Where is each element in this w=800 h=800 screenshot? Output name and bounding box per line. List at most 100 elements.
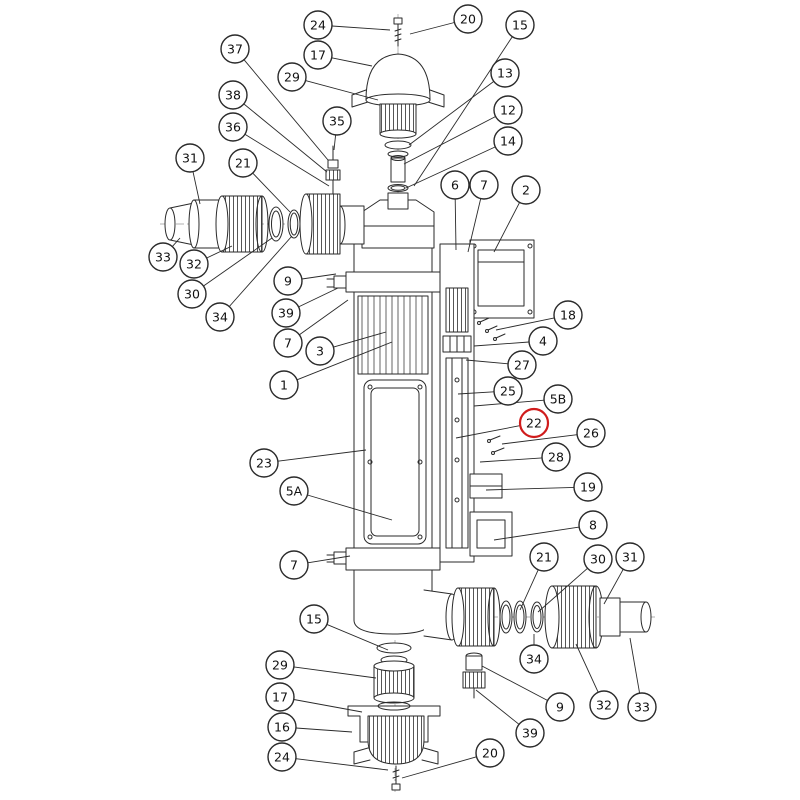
- callout-7[interactable]: 7: [469, 170, 499, 200]
- leader-line-3: [333, 331, 387, 348]
- leader-line-7: [467, 198, 482, 253]
- sensor-bracket: [469, 473, 503, 499]
- callout-39[interactable]: 39: [271, 298, 301, 328]
- callout-29[interactable]: 29: [277, 62, 307, 92]
- callout-15[interactable]: 15: [505, 10, 535, 40]
- leader-line-20: [409, 22, 455, 35]
- callout-label: 31: [182, 151, 198, 166]
- air-valve: [325, 145, 341, 199]
- callout-29[interactable]: 29: [265, 650, 295, 680]
- callout-15[interactable]: 15: [299, 604, 329, 634]
- callout-38[interactable]: 38: [218, 80, 248, 110]
- callout-24[interactable]: 24: [303, 10, 333, 40]
- callout-label: 32: [596, 698, 612, 713]
- callout-label: 12: [500, 103, 516, 118]
- callout-30[interactable]: 30: [177, 279, 207, 309]
- callout-label: 7: [284, 336, 292, 351]
- callout-21[interactable]: 21: [529, 542, 559, 572]
- callout-33[interactable]: 33: [627, 692, 657, 722]
- callout-36[interactable]: 36: [218, 112, 248, 142]
- callout-34[interactable]: 34: [519, 644, 549, 674]
- leader-line-31: [603, 569, 624, 605]
- leader-line-19: [485, 486, 575, 491]
- leader-line-26: [501, 434, 578, 445]
- leader-line-24: [295, 758, 389, 771]
- callout-label: 34: [212, 310, 228, 325]
- callout-18[interactable]: 18: [553, 300, 583, 330]
- leader-line-4: [473, 341, 530, 347]
- callout-5B[interactable]: 5B: [543, 384, 573, 414]
- callout-2[interactable]: 2: [511, 175, 541, 205]
- callout-31[interactable]: 31: [615, 542, 645, 572]
- callout-21[interactable]: 21: [228, 148, 258, 178]
- callout-7[interactable]: 7: [273, 328, 303, 358]
- callout-35[interactable]: 35: [322, 106, 352, 136]
- callout-13[interactable]: 13: [490, 58, 520, 88]
- ballast-bracket: [469, 239, 535, 319]
- callout-30[interactable]: 30: [583, 544, 613, 574]
- callout-23[interactable]: 23: [249, 448, 279, 478]
- callout-26[interactable]: 26: [576, 418, 606, 448]
- callout-label: 37: [227, 42, 243, 57]
- callout-12[interactable]: 12: [493, 95, 523, 125]
- callout-32[interactable]: 32: [179, 249, 209, 279]
- callout-8[interactable]: 8: [578, 510, 608, 540]
- callout-14[interactable]: 14: [493, 126, 523, 156]
- callout-34[interactable]: 34: [205, 302, 235, 332]
- callout-17[interactable]: 17: [265, 682, 295, 712]
- leader-line-24: [331, 25, 391, 31]
- callout-9[interactable]: 9: [273, 266, 303, 296]
- callout-31[interactable]: 31: [175, 143, 205, 173]
- leader-line-9: [301, 273, 337, 280]
- leader-line-23: [277, 449, 367, 462]
- callout-25[interactable]: 25: [493, 376, 523, 406]
- leader-line-18: [495, 317, 555, 331]
- access-door: [363, 379, 427, 545]
- leader-line-35: [333, 134, 337, 151]
- callout-27[interactable]: 27: [507, 350, 537, 380]
- callout-33[interactable]: 33: [148, 242, 178, 272]
- leader-line-8: [493, 526, 580, 541]
- top-lamp-tube: [390, 155, 406, 183]
- callout-3[interactable]: 3: [305, 336, 335, 366]
- leader-line-7: [299, 299, 349, 336]
- leader-line-30: [203, 237, 273, 287]
- callout-32[interactable]: 32: [589, 690, 619, 720]
- callout-1[interactable]: 1: [269, 370, 299, 400]
- callout-20[interactable]: 20: [453, 4, 483, 34]
- callout-39[interactable]: 39: [515, 718, 545, 748]
- leader-line-15: [326, 623, 389, 651]
- callout-19[interactable]: 19: [573, 472, 603, 502]
- callout-4[interactable]: 4: [528, 326, 558, 356]
- callout-label: 15: [512, 18, 528, 33]
- leader-line-34: [228, 235, 293, 307]
- top-screw: [393, 17, 403, 47]
- bottom-screw: [391, 765, 401, 791]
- callout-label: 8: [589, 518, 597, 533]
- callout-5A[interactable]: 5A: [279, 476, 309, 506]
- callout-28[interactable]: 28: [541, 442, 571, 472]
- union-nut-right: [451, 587, 501, 647]
- callout-label: 17: [272, 690, 288, 705]
- leader-line-29: [293, 666, 377, 679]
- leader-line-17: [331, 57, 373, 67]
- leader-line-27: [465, 359, 509, 365]
- callout-24[interactable]: 24: [267, 742, 297, 772]
- body-fins: [357, 295, 429, 375]
- callout-7[interactable]: 7: [279, 550, 309, 580]
- callout-label: 24: [274, 750, 290, 765]
- callout-22[interactable]: 22: [518, 407, 550, 439]
- leader-line-14: [405, 146, 496, 189]
- callout-9[interactable]: 9: [545, 692, 575, 722]
- callout-20[interactable]: 20: [475, 738, 505, 768]
- callout-6[interactable]: 6: [440, 170, 470, 200]
- top-retainer-rings: [384, 140, 412, 158]
- callout-17[interactable]: 17: [303, 40, 333, 70]
- callout-label: 33: [634, 700, 650, 715]
- callout-16[interactable]: 16: [267, 712, 297, 742]
- callout-label: 24: [310, 18, 326, 33]
- callout-37[interactable]: 37: [220, 34, 250, 64]
- leader-line-33: [629, 637, 641, 694]
